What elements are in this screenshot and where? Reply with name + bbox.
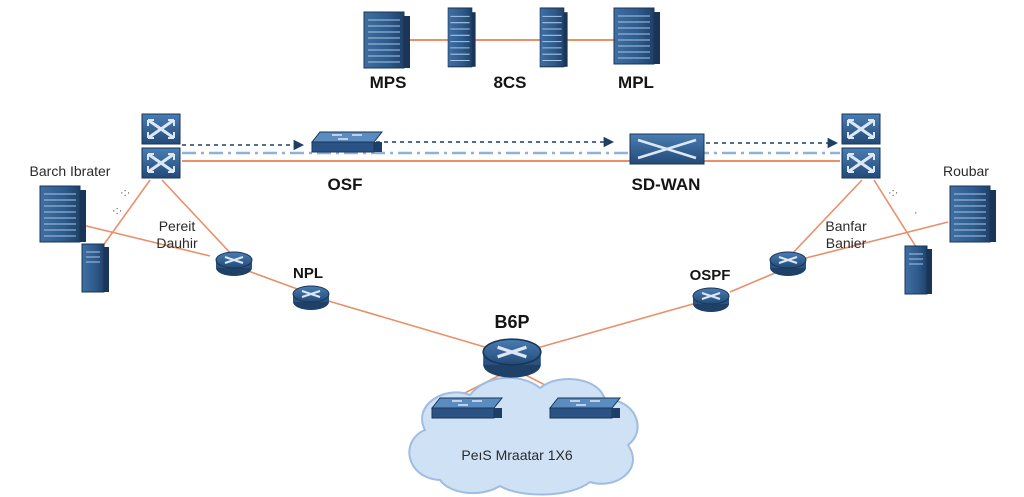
8cs-label: 8CS [493, 73, 526, 92]
right-edge-switch-stack [840, 112, 882, 180]
cloud-label: PeıS Mraatar 1X6 [461, 447, 572, 463]
top-server-row: MPS 8CS MPL [363, 7, 661, 92]
left-edge-switch-stack [140, 112, 182, 180]
site-links [69, 179, 949, 399]
right-tower-server-icon [904, 245, 933, 295]
right-dotted-connector: ·:· [888, 187, 898, 199]
left-site-router-icon [215, 251, 253, 277]
right-site-title: Roubar [943, 163, 989, 179]
right-router-label-line2: Banier [826, 235, 867, 251]
right-rack-server-icon [949, 185, 997, 243]
svg-text:·: · [914, 207, 918, 219]
left-bottom-switch-icon [140, 146, 182, 180]
right-top-switch-icon [840, 112, 882, 146]
left-tower-server-icon [81, 243, 110, 293]
mpl-server-mid-icon [539, 7, 569, 68]
left-dotted-connector: ·:· [120, 187, 130, 199]
right-router-label-line1: Banfar [825, 218, 867, 234]
left-site: Barch Ibrater ·:· ·:· Pereit Dauhir NPL [30, 163, 330, 311]
right-site: Roubar ·:· · Banfar Banier OSPF [690, 163, 997, 313]
left-rack-server-icon [39, 185, 87, 243]
cloud-left-switch-icon [431, 397, 503, 419]
bgp-label: B6P [494, 312, 529, 332]
npl-label: NPL [293, 265, 323, 282]
osf-label: OSF [328, 175, 363, 194]
cloud-right-switch-icon [549, 397, 621, 419]
core-router-icon [481, 337, 543, 380]
svg-text:·:·: ·:· [112, 205, 122, 217]
left-top-switch-icon [140, 112, 182, 146]
left-router-label-line1: Pereit [159, 218, 196, 234]
mpl-server-icon [613, 7, 661, 65]
ospf-router-icon [692, 287, 730, 313]
osf-switch-icon [311, 131, 383, 153]
core: B6P [481, 312, 543, 380]
mps-label: MPS [370, 73, 407, 92]
left-router-label-line2: Dauhir [156, 235, 198, 251]
sdwan-device-icon [629, 133, 705, 165]
right-bottom-switch-icon [840, 146, 882, 180]
left-site-title: Barch Ibrater [30, 163, 111, 179]
cloud-network: PeıS Mraatar 1X6 [408, 376, 639, 496]
ospf-label: OSPF [690, 267, 731, 284]
8cs-server-icon [447, 7, 477, 68]
mps-server-icon [363, 11, 411, 69]
right-site-router-icon [769, 251, 807, 277]
npl-router-icon [292, 285, 330, 311]
mpl-label: MPL [618, 73, 654, 92]
backbone-links [182, 136, 840, 162]
sdwan-label: SD-WAN [632, 175, 701, 194]
